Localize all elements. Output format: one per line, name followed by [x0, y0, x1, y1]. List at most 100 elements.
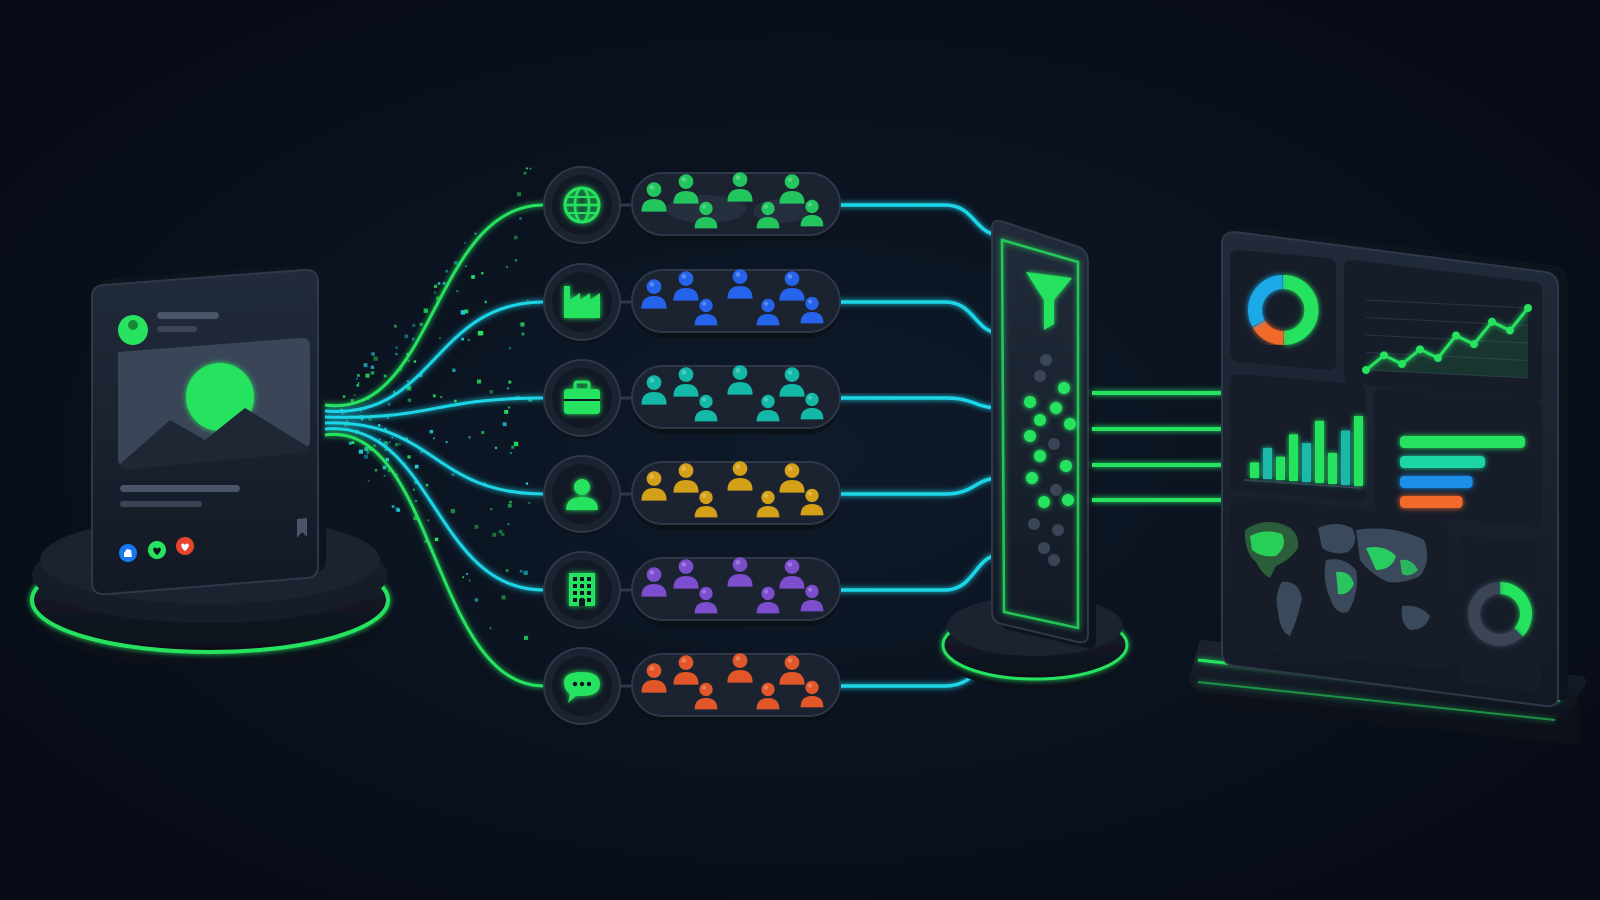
particle: [456, 290, 459, 293]
particle: [505, 569, 509, 572]
particle: [345, 419, 349, 423]
person-figure: [727, 365, 753, 395]
particle: [445, 270, 448, 273]
person-figure: [694, 682, 718, 710]
hbar: [1400, 436, 1525, 448]
filter-particles: [1024, 354, 1076, 566]
particle: [368, 417, 372, 421]
source-curve: [324, 427, 545, 592]
segment-company[interactable]: [543, 551, 841, 631]
particle: [388, 441, 391, 444]
particle: [366, 451, 369, 454]
particle: [529, 167, 532, 170]
particle: [423, 308, 428, 313]
briefcase-icon: [564, 380, 600, 414]
filter-dot: [1064, 418, 1076, 430]
particle: [439, 337, 441, 339]
person-figure: [641, 279, 667, 309]
particle: [460, 310, 466, 315]
particle: [474, 232, 477, 235]
social-post-card[interactable]: [91, 264, 326, 596]
particle: [367, 480, 370, 482]
caption-line-2: [120, 501, 202, 507]
particle: [359, 409, 363, 412]
person-figure: [694, 298, 718, 326]
person-figure: [779, 367, 805, 397]
segment-conversation[interactable]: [543, 647, 841, 727]
particle: [404, 334, 409, 339]
person-figure: [727, 461, 753, 491]
donut-chart-bottom: [1468, 582, 1533, 646]
bar: [1328, 452, 1337, 484]
particle: [514, 259, 517, 262]
particle: [434, 537, 439, 542]
gridline: [1365, 299, 1529, 309]
filter-dot: [1062, 494, 1074, 506]
factory-icon: [564, 286, 600, 318]
bar-chart: [1243, 416, 1363, 489]
particle: [523, 171, 527, 175]
particle: [508, 380, 512, 384]
particle: [481, 272, 484, 275]
particle: [433, 291, 437, 294]
person-figure: [756, 394, 780, 422]
particle: [407, 359, 410, 363]
chat-bubble-icon: [564, 672, 600, 703]
particle: [437, 282, 441, 285]
particle: [391, 436, 393, 439]
person-figure: [641, 567, 667, 597]
particle: [370, 371, 375, 375]
particle: [363, 454, 368, 459]
segment-professional[interactable]: [543, 359, 841, 439]
heart-icon[interactable]: [176, 537, 194, 555]
particle: [378, 438, 381, 441]
particle: [405, 437, 408, 440]
particle: [357, 382, 360, 384]
person-figure: [694, 586, 718, 614]
particle: [350, 399, 354, 403]
filter-dot: [1058, 382, 1070, 394]
particle: [477, 330, 483, 336]
particle: [427, 519, 430, 522]
person-figure: [673, 655, 699, 685]
particle: [391, 505, 395, 508]
filter-dot: [1024, 396, 1036, 408]
particle: [520, 322, 525, 327]
particle: [365, 373, 370, 378]
filter-dot: [1052, 524, 1064, 536]
person-figure: [800, 584, 824, 612]
segment-individual[interactable]: [543, 455, 841, 535]
person-figure: [641, 182, 667, 212]
like-icon[interactable]: [119, 544, 137, 562]
particle: [508, 406, 511, 409]
particle: [395, 443, 399, 447]
segment-industry[interactable]: [543, 263, 841, 343]
particle: [353, 394, 356, 397]
filter-dot: [1038, 496, 1050, 508]
filter-dot: [1050, 484, 1062, 496]
bar: [1263, 447, 1272, 479]
segment-global[interactable]: [543, 166, 841, 246]
particle: [413, 516, 417, 521]
person-figure: [800, 199, 824, 227]
love-icon[interactable]: [148, 541, 166, 559]
person-figure: [800, 488, 824, 516]
line-chart: [1362, 299, 1532, 379]
particle: [523, 570, 528, 575]
particle: [498, 529, 503, 534]
particle: [517, 192, 521, 197]
filter-dot: [1034, 450, 1046, 462]
particle: [461, 337, 464, 341]
particle: [412, 323, 416, 327]
filter-tower: [941, 214, 1129, 689]
particle: [407, 380, 409, 383]
filter-dot: [1060, 460, 1072, 472]
particle: [509, 452, 512, 454]
particle: [429, 429, 434, 434]
filter-dot: [1038, 542, 1050, 554]
particle: [521, 332, 525, 336]
particle: [465, 265, 467, 267]
bookmark-icon[interactable]: [297, 518, 307, 538]
person-figure: [779, 655, 805, 685]
